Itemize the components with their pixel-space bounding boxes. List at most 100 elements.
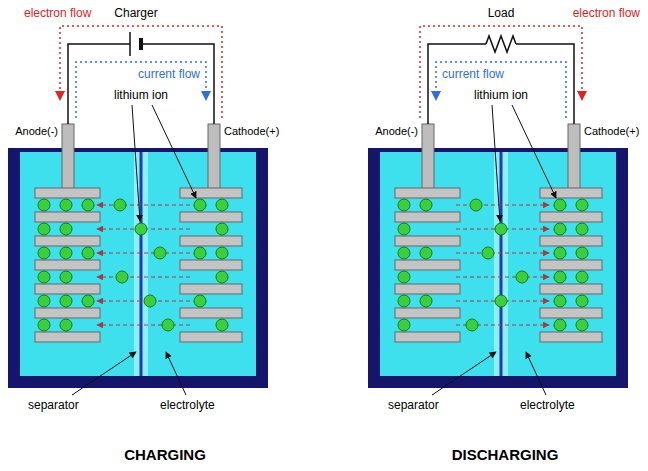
lithium-ion: [554, 295, 566, 307]
charger-label: Charger: [114, 6, 157, 21]
lithium-ion: [82, 199, 94, 211]
lithium-ion: [82, 247, 94, 259]
cathode-plate: [180, 308, 242, 318]
cathode-plate: [180, 284, 242, 294]
lithium-ion: [576, 247, 588, 259]
charger-symbol: [129, 32, 131, 56]
panel-title: DISCHARGING: [452, 446, 559, 464]
electrode-label: Cathode(+): [224, 124, 279, 138]
current-flow-line: [436, 62, 566, 118]
electron-flow-line: [60, 26, 222, 118]
lithium-ion: [470, 199, 482, 211]
cathode-terminal: [568, 124, 580, 190]
lithium-ion: [554, 247, 566, 259]
lithium-ion: [576, 319, 588, 331]
lithium-ion: [420, 295, 432, 307]
ion-path-arrow: [97, 277, 190, 278]
separator-membrane: [140, 152, 143, 376]
cathode-plate: [540, 284, 602, 294]
lithium-ion: [162, 319, 174, 331]
battery-case: [8, 148, 268, 388]
lithium-ion: [38, 319, 50, 331]
lithium-ion: [194, 199, 206, 211]
anode-plate: [395, 308, 460, 318]
cathode-plate: [180, 212, 242, 222]
lithium-ion: [554, 199, 566, 211]
anode-plate: [35, 308, 100, 318]
lithium-ion: [482, 247, 494, 259]
lithium-ion: [398, 319, 410, 331]
electrode-label: Anode(-): [15, 124, 58, 138]
electron-flow-line: [420, 26, 582, 118]
callout-label: electrolyte: [160, 398, 215, 413]
lithium-ion: [466, 319, 478, 331]
anode-plate: [395, 236, 460, 246]
lithium-ion: [495, 295, 507, 307]
lithium-ion: [194, 247, 206, 259]
lithium-ion: [554, 319, 566, 331]
electron-flow-label: electron flow: [573, 6, 640, 21]
lithium-ion: [398, 223, 410, 235]
cathode-plate: [540, 332, 602, 342]
current-flow-label: current flow: [138, 67, 200, 82]
anode-plate: [395, 284, 460, 294]
leader-line: [152, 105, 196, 198]
ion-path-arrow: [97, 325, 190, 326]
lithium-ion: [398, 247, 410, 259]
callout-label: separator: [388, 398, 439, 413]
cathode-terminal: [208, 124, 220, 190]
cathode-plate: [540, 212, 602, 222]
lithium-ion: [114, 199, 126, 211]
wire: [428, 44, 486, 124]
lithium-ion: [38, 271, 50, 283]
cathode-plate: [180, 332, 242, 342]
lithium-ion: [554, 271, 566, 283]
lithium-ion: [398, 295, 410, 307]
ion-path-arrow: [97, 253, 190, 254]
anode-plate: [35, 284, 100, 294]
leader-line: [132, 105, 140, 221]
separator-band: [494, 152, 508, 376]
lithium-ion: [116, 271, 128, 283]
lithium-ion: [144, 295, 156, 307]
anode-plate: [395, 260, 460, 270]
anode-plate: [395, 212, 460, 222]
separator-band: [134, 152, 148, 376]
anode-plate: [35, 212, 100, 222]
lithium-ion: [576, 199, 588, 211]
callout-label: electrolyte: [520, 398, 575, 413]
anode-plate: [395, 332, 460, 342]
leader-line: [166, 352, 186, 395]
callout-label: lithium ion: [474, 88, 528, 103]
anode-plate: [35, 260, 100, 270]
anode-plate: [35, 236, 100, 246]
lithium-ion: [576, 223, 588, 235]
lithium-ion: [60, 295, 72, 307]
lithium-ion: [398, 199, 410, 211]
cathode-plate: [540, 236, 602, 246]
lithium-ion: [60, 271, 72, 283]
ion-path-arrow: [97, 205, 190, 206]
lithium-ion: [135, 223, 147, 235]
lithium-ion: [420, 247, 432, 259]
leader-line: [526, 352, 546, 395]
lithium-ion: [216, 247, 228, 259]
leader-line: [432, 352, 496, 395]
lithium-ion: [38, 247, 50, 259]
current-flow-label: current flow: [442, 67, 504, 82]
lithium-ion: [576, 271, 588, 283]
lithium-ion: [216, 223, 228, 235]
separator-membrane: [500, 152, 503, 376]
anode-plate: [35, 188, 100, 198]
callout-label: lithium ion: [114, 88, 168, 103]
lithium-ion: [216, 271, 228, 283]
cathode-plate: [540, 260, 602, 270]
callout-label: separator: [28, 398, 79, 413]
ion-path-arrow: [456, 277, 549, 278]
current-flow-line: [76, 62, 206, 118]
cathode-plate: [540, 308, 602, 318]
anode-plate: [35, 332, 100, 342]
charger-symbol: [139, 38, 143, 50]
lithium-ion: [38, 223, 50, 235]
